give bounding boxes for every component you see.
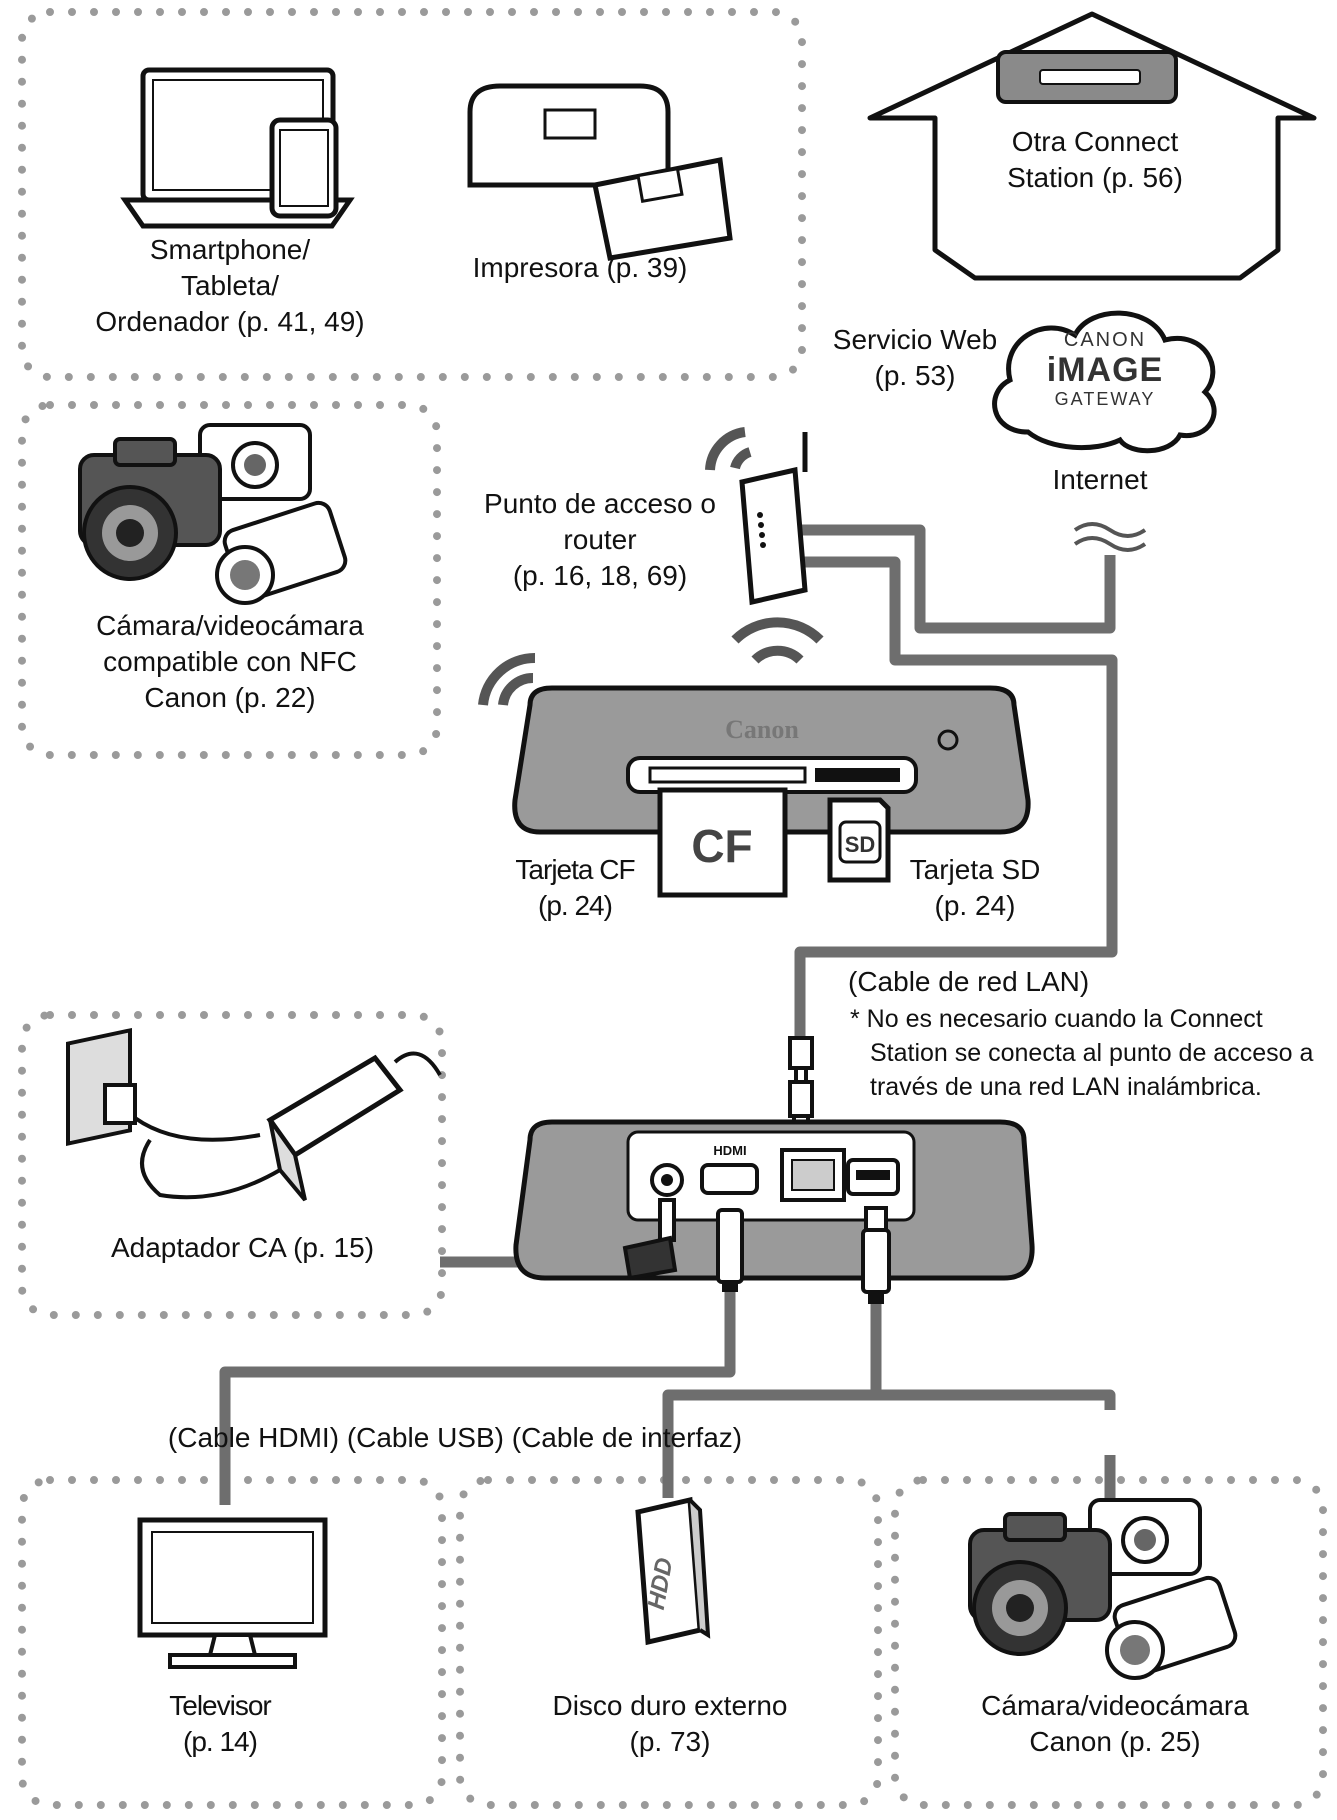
cloud-icon [992,310,1217,454]
nfc-camera-group-icon [78,423,351,605]
hdd-label: Disco duro externo (p. 73) [552,1690,788,1757]
lan-cable-label: (Cable de red LAN) [848,966,1090,997]
sd-card-text: SD [845,832,876,857]
printer-label: Impresora (p. 39) [472,252,688,283]
ac-adapter-label: Adaptador CA (p. 15) [110,1232,375,1263]
tv-label: Televisor (p. 14) [169,1690,271,1757]
station-brand-logo: Canon [725,715,799,744]
frame-devices [18,8,806,381]
hdmi-port [700,1163,759,1195]
internet-break-icon [1073,522,1147,552]
cf-card-icon: CF [657,787,788,898]
web-service-label: Servicio Web (p. 53) [832,324,998,391]
cf-card-label: Tarjeta CF (p. 24) [515,854,635,921]
station-wifi-icon [731,617,824,664]
usb-plug-icon [861,1206,891,1304]
image-gateway-logo: CANON iMAGE GATEWAY [1046,329,1164,409]
hdmi-port-label: HDMI [713,1143,746,1158]
lan-connector-icon [788,1036,814,1134]
dc-plug-icon [622,1198,678,1281]
hdmi-plug-icon [716,1208,744,1292]
ac-adapter-icon [133,1051,442,1202]
tablet-icon [269,117,339,219]
lan-note: * No es necesario cuando la Connect Stat… [850,1005,1314,1101]
cable-hdmi [219,1270,736,1505]
cable-types-label: (Cable HDMI) (Cable USB) (Cable de inter… [167,1422,743,1453]
connect-station-back-icon [513,1119,1035,1281]
nfc-camera-label: Cámara/videocámara compatible con NFC Ca… [96,610,364,713]
access-point-label: Punto de acceso o router (p. 16, 18, 69) [484,488,716,591]
printer-icon [467,83,733,261]
cable-usb [662,1300,882,1498]
cable-interface-top [876,1389,1116,1410]
hdd-icon: HDD [635,1496,711,1646]
tv-icon [137,1517,328,1669]
frame-camera [891,1476,1327,1809]
frame-tv [18,1476,446,1809]
internet-label: Internet [1052,464,1148,495]
connect-station-top-icon [512,685,1031,835]
smartphone-tablet-pc-label: Smartphone/ Tableta/ Ordenador (p. 41, 4… [95,234,365,337]
dotted-frames [18,8,1327,1809]
frame-hdd [456,1476,882,1809]
cable-lan [794,556,1118,1038]
frame-nfc-camera [18,401,441,759]
router-wifi-icon [705,427,752,471]
wall-outlet-icon [66,1027,137,1146]
other-station-label: Otra Connect Station (p. 56) [1007,126,1183,193]
sd-card-label: Tarjeta SD (p. 24) [909,854,1041,921]
station-side-wifi-icon [478,652,536,706]
cf-card-text: CF [691,820,752,872]
house-outline [867,11,1317,281]
sd-card-icon: SD [827,797,891,883]
camera-label: Cámara/videocámara Canon (p. 25) [981,1690,1249,1757]
cable-internet [800,524,1116,634]
camera-group-icon [968,1498,1241,1680]
frame-ac-adapter [18,1011,446,1319]
router-icon [739,432,808,606]
